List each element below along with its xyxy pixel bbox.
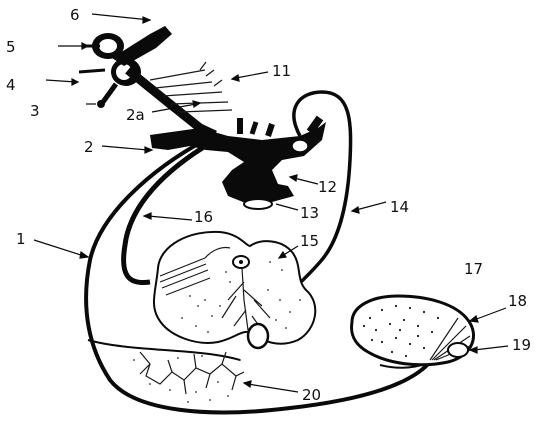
label-18: 18	[508, 292, 527, 310]
label-15: 15	[300, 232, 319, 250]
label-12: 12	[318, 178, 337, 196]
label-17: 17	[464, 260, 483, 278]
organ-18	[352, 296, 474, 365]
label-1: 1	[16, 230, 26, 248]
label-2a: 2a	[126, 106, 145, 124]
label-2: 2	[84, 138, 94, 156]
label-4: 4	[6, 76, 16, 94]
label-13: 13	[300, 204, 319, 222]
label-3: 3	[30, 102, 40, 120]
label-16: 16	[194, 208, 213, 226]
label-20: 20	[302, 386, 321, 404]
label-14: 14	[390, 198, 409, 216]
label-19: 19	[512, 336, 531, 354]
label-5: 5	[6, 38, 16, 56]
organ-15	[154, 232, 315, 348]
label-11: 11	[272, 62, 291, 80]
label-6: 6	[70, 6, 80, 24]
